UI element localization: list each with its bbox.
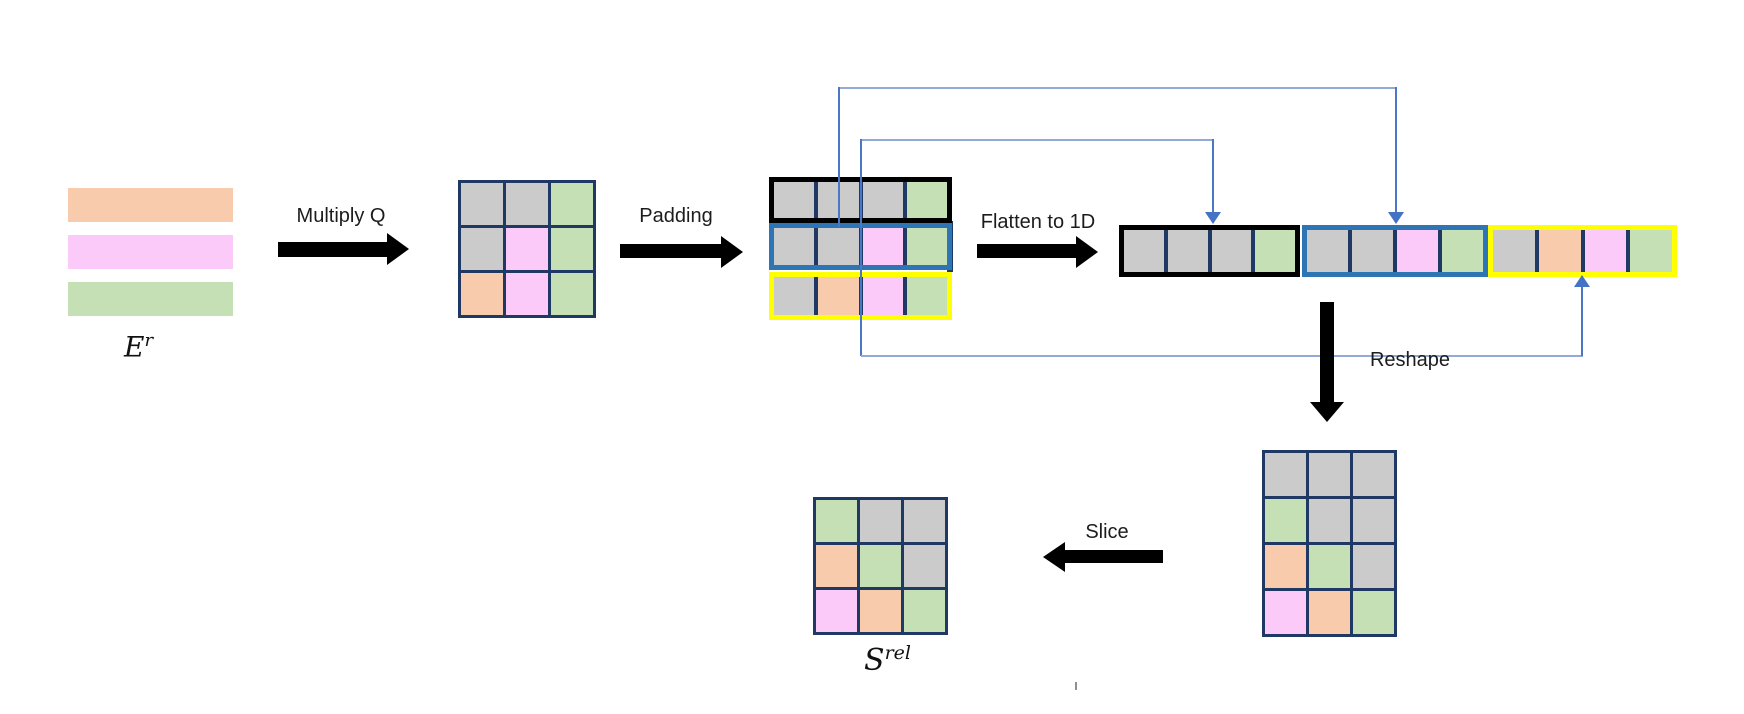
matrix-cell <box>461 273 503 315</box>
matrix-cell <box>1124 230 1164 272</box>
matrix-cell <box>860 500 901 542</box>
matrix-cell <box>906 277 947 315</box>
matrix-cell <box>1265 591 1306 634</box>
reshape-label: Reshape <box>1369 349 1451 371</box>
reshape-arrow-head-icon <box>1310 402 1344 422</box>
matrix-cell <box>461 228 503 270</box>
matrix-cell <box>1309 453 1350 496</box>
matrix-cell <box>904 545 945 587</box>
multiply-arrow-head-icon <box>387 233 409 265</box>
matrix-cell <box>1265 545 1306 588</box>
flat-segment-2 <box>1302 225 1488 277</box>
matrix-cell <box>551 228 593 270</box>
matrix-cell <box>818 277 859 315</box>
connector-row2-horizontal <box>839 87 1397 89</box>
embedding-bar-2 <box>68 235 233 269</box>
multiply-q-label: Multiply Q <box>296 205 386 227</box>
matrix-cell <box>1353 453 1394 496</box>
stray-tick-mark <box>1075 682 1077 690</box>
matrix-cell <box>774 228 815 265</box>
matrix-cell <box>774 277 815 315</box>
matrix-cell <box>862 182 903 218</box>
embedding-bar-1 <box>68 188 233 222</box>
matrix-cell <box>506 228 548 270</box>
matrix-cell <box>1442 230 1483 272</box>
matrix-cell <box>862 228 903 265</box>
sliced-matrix <box>813 497 948 635</box>
matrix-cell <box>1309 591 1350 634</box>
multiply-arrow-shaft <box>278 242 387 257</box>
matrix-cell <box>1167 230 1208 272</box>
matrix-cell <box>506 183 548 225</box>
connector-row1-horizontal <box>861 139 1214 141</box>
matrix-cell <box>461 183 503 225</box>
matrix-cell <box>551 183 593 225</box>
matrix-cell <box>1255 230 1295 272</box>
embedding-bar-3 <box>68 282 233 316</box>
matrix-cell <box>906 228 947 265</box>
matrix-cell <box>1353 545 1394 588</box>
matrix-cell <box>818 228 859 265</box>
slice-arrow-shaft <box>1065 550 1163 563</box>
reshaped-matrix <box>1262 450 1397 637</box>
connector-row1-arrowhead-icon <box>1205 212 1221 224</box>
matrix-cell <box>816 500 857 542</box>
matrix-cell <box>862 277 903 315</box>
er-label: Er <box>124 330 154 364</box>
flat-segment-1 <box>1119 225 1300 277</box>
matrix-cell <box>816 545 857 587</box>
matrix-cell <box>774 182 815 218</box>
flatten-label: Flatten to 1D <box>980 211 1096 233</box>
srel-label: Srel <box>864 642 911 678</box>
connector-left-long-vertical <box>860 139 862 356</box>
matrix-cell <box>1307 230 1348 272</box>
padding-label: Padding <box>639 205 713 227</box>
matrix-cell <box>904 590 945 632</box>
matrix-cell <box>860 590 901 632</box>
matrix-cell <box>1538 230 1581 272</box>
reshape-arrow-shaft <box>1320 302 1334 403</box>
matrix-cell <box>1352 230 1393 272</box>
matrix-cell <box>1630 230 1672 272</box>
connector-row3-end-vertical <box>1581 287 1583 356</box>
slice-arrow-head-icon <box>1043 542 1065 572</box>
connector-row2-start-vertical <box>838 87 840 227</box>
matrix-cell <box>1353 591 1394 634</box>
padding-arrow-shaft <box>620 244 721 258</box>
matrix-cell <box>1353 499 1394 542</box>
slice-label: Slice <box>1085 521 1129 543</box>
connector-row3-arrowhead-icon <box>1574 275 1590 287</box>
connector-row2-arrowhead-icon <box>1388 212 1404 224</box>
matrix-cell <box>860 545 901 587</box>
connector-row2-end-vertical <box>1395 87 1397 213</box>
matrix-cell <box>1265 453 1306 496</box>
matrix-cell <box>551 273 593 315</box>
matrix-cell <box>1584 230 1627 272</box>
matrix-cell <box>1265 499 1306 542</box>
matrix-cell <box>1309 499 1350 542</box>
flatten-arrow-head-icon <box>1076 236 1098 268</box>
connector-row1-end-vertical <box>1212 139 1214 213</box>
padding-arrow-head-icon <box>721 236 743 268</box>
matrix-cell <box>506 273 548 315</box>
matrix-cell <box>1309 545 1350 588</box>
flatten-arrow-shaft <box>977 244 1080 258</box>
matrix-cell <box>904 500 945 542</box>
matrix-cell <box>906 182 947 218</box>
matrix-cell <box>1211 230 1252 272</box>
matrix-cell <box>816 590 857 632</box>
matrix-cell <box>1493 230 1535 272</box>
matrix-cell <box>1397 230 1438 272</box>
multiplied-matrix <box>458 180 596 318</box>
flat-segment-3 <box>1488 225 1677 277</box>
connector-row3-horizontal <box>861 355 1583 357</box>
